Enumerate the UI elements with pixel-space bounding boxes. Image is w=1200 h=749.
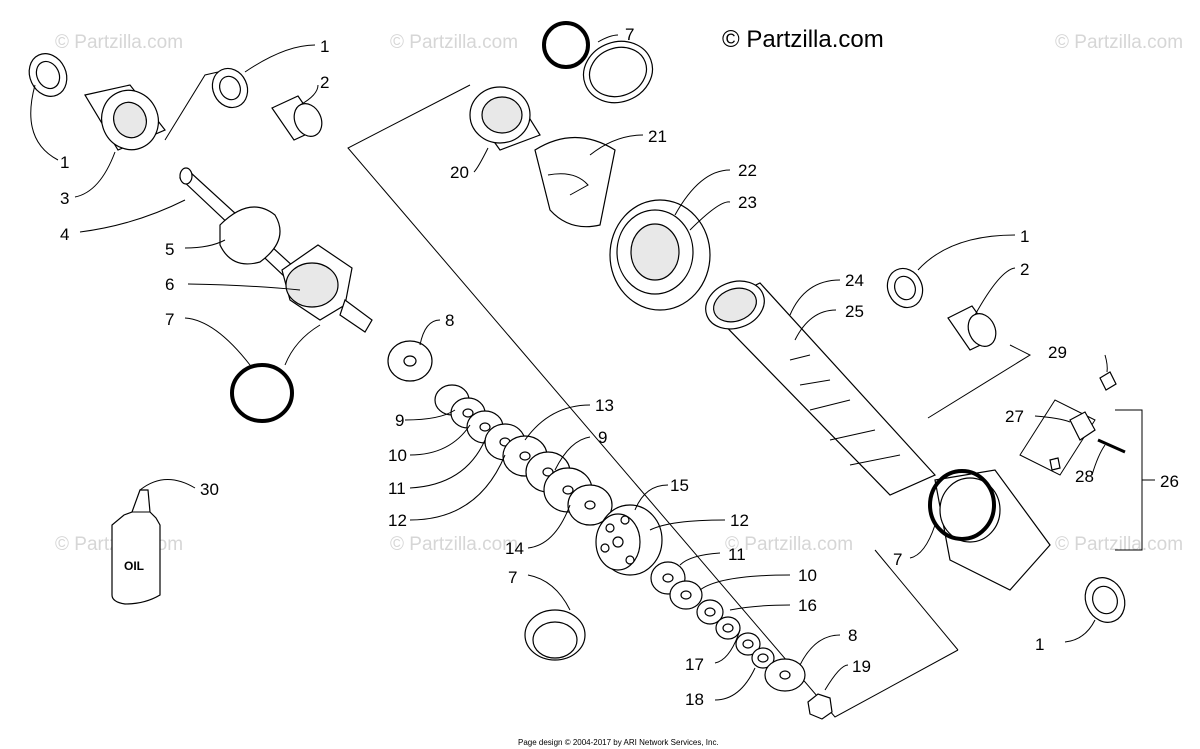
o-ring-part xyxy=(928,469,996,541)
callout-label: 12 xyxy=(388,511,407,530)
callout-label: 13 xyxy=(595,396,614,415)
callout-label: 6 xyxy=(165,275,174,294)
callout-label: 27 xyxy=(1005,407,1024,426)
callout-label: 11 xyxy=(728,545,746,564)
oil-label: OIL xyxy=(124,559,144,573)
watermarks: © Partzilla.com © Partzilla.com © Partzi… xyxy=(55,32,1183,555)
watermark-text: © Partzilla.com xyxy=(390,32,518,53)
callout-label: 7 xyxy=(893,550,902,569)
callout-label: 7 xyxy=(165,310,174,329)
watermark-text: © Partzilla.com xyxy=(725,534,853,555)
callout-label: 14 xyxy=(505,539,524,558)
bushing-part xyxy=(28,53,68,97)
footer-credit: Page design © 2004-2017 by ARI Network S… xyxy=(518,738,719,747)
callout-label: 23 xyxy=(738,193,757,212)
callout-label: 7 xyxy=(625,25,634,44)
callout-label: 19 xyxy=(852,657,871,676)
bushing-part xyxy=(1084,577,1126,623)
watermark-text: © Partzilla.com xyxy=(1055,534,1183,555)
oil-bottle-icon: OIL xyxy=(111,489,161,605)
lower-washers xyxy=(650,561,833,720)
callout-label: 17 xyxy=(685,655,704,674)
washer-stack xyxy=(387,340,613,526)
callout-label: 1 xyxy=(320,37,329,56)
callout-label: 21 xyxy=(648,127,667,146)
watermark-text: © Partzilla.com xyxy=(55,32,183,53)
callout-label: 22 xyxy=(738,161,757,180)
assembly-bracket-segment xyxy=(874,549,959,651)
callout-label: 16 xyxy=(798,596,817,615)
callout-label: 8 xyxy=(445,311,454,330)
leader-line xyxy=(164,71,219,141)
callout-label: 24 xyxy=(845,271,864,290)
sleeve-part xyxy=(84,84,166,151)
callout-label: 5 xyxy=(165,240,174,259)
band-part xyxy=(524,609,586,661)
bushing-part xyxy=(211,67,249,109)
group-bracket xyxy=(1115,409,1143,551)
callout-label: 1 xyxy=(1020,227,1029,246)
callout-label: 11 xyxy=(388,479,406,498)
callout-label: 29 xyxy=(1048,343,1067,362)
callout-label: 10 xyxy=(388,446,407,465)
callout-label: 4 xyxy=(60,225,69,244)
callout-label: 2 xyxy=(320,73,329,92)
eyelet-part xyxy=(281,244,373,333)
callout-label: 26 xyxy=(1160,472,1179,491)
watermark-text: © Partzilla.com xyxy=(390,534,518,555)
callout-label: 9 xyxy=(598,428,607,447)
o-ring-part xyxy=(542,21,590,69)
bushing-part xyxy=(886,267,924,309)
o-ring-part xyxy=(230,363,294,423)
piston-part xyxy=(595,504,663,576)
callout-label: 12 xyxy=(730,511,749,530)
leader-lines xyxy=(30,34,1155,701)
callout-label: 8 xyxy=(848,626,857,645)
seal-head-part xyxy=(469,86,541,151)
callout-label: 30 xyxy=(200,480,219,499)
callout-label: 10 xyxy=(798,566,817,585)
reservoir-cap-part xyxy=(934,469,1051,591)
callout-label: 25 xyxy=(845,302,864,321)
copyright-text: © Partzilla.com xyxy=(722,26,884,53)
spacer-part xyxy=(271,95,323,141)
band-part xyxy=(582,40,654,104)
callout-label: 7 xyxy=(508,568,517,587)
callout-label: 9 xyxy=(395,411,404,430)
watermark-text: © Partzilla.com xyxy=(1055,32,1183,53)
callout-label: 18 xyxy=(685,690,704,709)
callout-label: 3 xyxy=(60,189,69,208)
bumper-part xyxy=(534,136,616,228)
callout-label: 28 xyxy=(1075,467,1094,486)
callout-label: 1 xyxy=(60,153,69,172)
leader-line xyxy=(927,344,1032,419)
callout-label: 2 xyxy=(1020,260,1029,279)
callout-label: 20 xyxy=(450,163,469,182)
spring-adjuster-part xyxy=(609,199,711,311)
callout-label: 1 xyxy=(1035,635,1044,654)
valve-part xyxy=(1019,371,1126,476)
spacer-part xyxy=(947,305,997,351)
callout-labels: 1 2 1 3 4 5 6 7 7 20 21 22 23 24 25 1 2 … xyxy=(60,25,1179,709)
callout-label: 15 xyxy=(670,476,689,495)
reservoir-body-part xyxy=(705,280,937,496)
assembly-bracket xyxy=(347,84,959,718)
